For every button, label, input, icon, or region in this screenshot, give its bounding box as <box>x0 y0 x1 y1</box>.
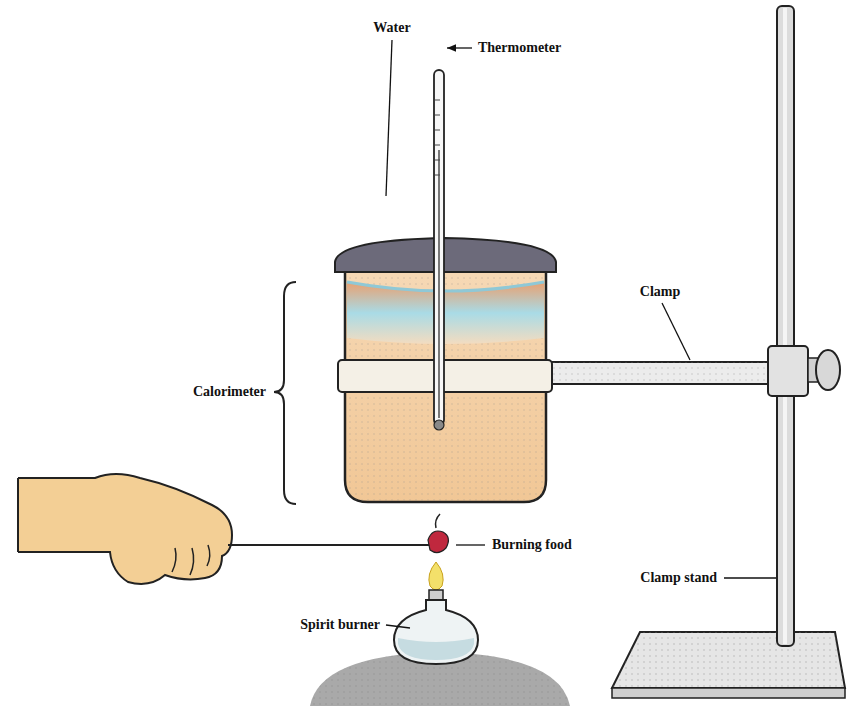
clamp-ring <box>338 360 552 392</box>
boss-head <box>768 346 808 396</box>
burning-food-label: Burning food <box>490 537 574 553</box>
clamp-label: Clamp <box>638 284 682 300</box>
brace <box>274 282 296 504</box>
wick-holder <box>429 590 443 600</box>
water-label: Water <box>371 20 412 36</box>
thermometer-label: Thermometer <box>476 40 563 56</box>
water <box>347 282 544 344</box>
deflagrating-needle <box>228 544 432 546</box>
stand-base <box>612 632 845 688</box>
clamp-stand-label: Clamp stand <box>638 570 719 586</box>
calorimeter-lid <box>335 238 556 272</box>
calorimeter-label: Calorimeter <box>191 384 268 400</box>
clamp-arm <box>545 362 777 384</box>
flame <box>429 562 443 590</box>
hand <box>18 474 232 584</box>
stand-rod <box>777 6 794 646</box>
burning-food <box>428 531 448 553</box>
leader-lines <box>386 40 776 628</box>
spirit-burner <box>394 600 478 664</box>
thermometer <box>434 70 444 425</box>
spirit-burner-label: Spirit burner <box>298 617 382 633</box>
